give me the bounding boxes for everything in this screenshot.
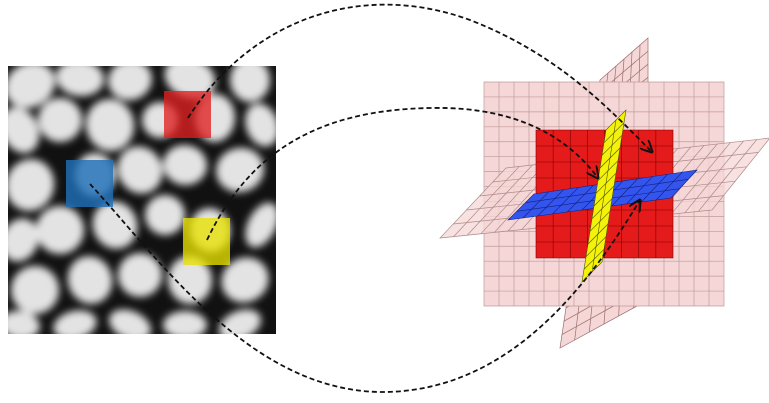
yellow-patch: [183, 218, 230, 265]
blue-patch: [66, 160, 113, 207]
texture-image: [0, 50, 285, 346]
orthogonal-planes: [440, 38, 769, 348]
texture-cell: [163, 311, 207, 339]
red-patch: [164, 91, 211, 138]
